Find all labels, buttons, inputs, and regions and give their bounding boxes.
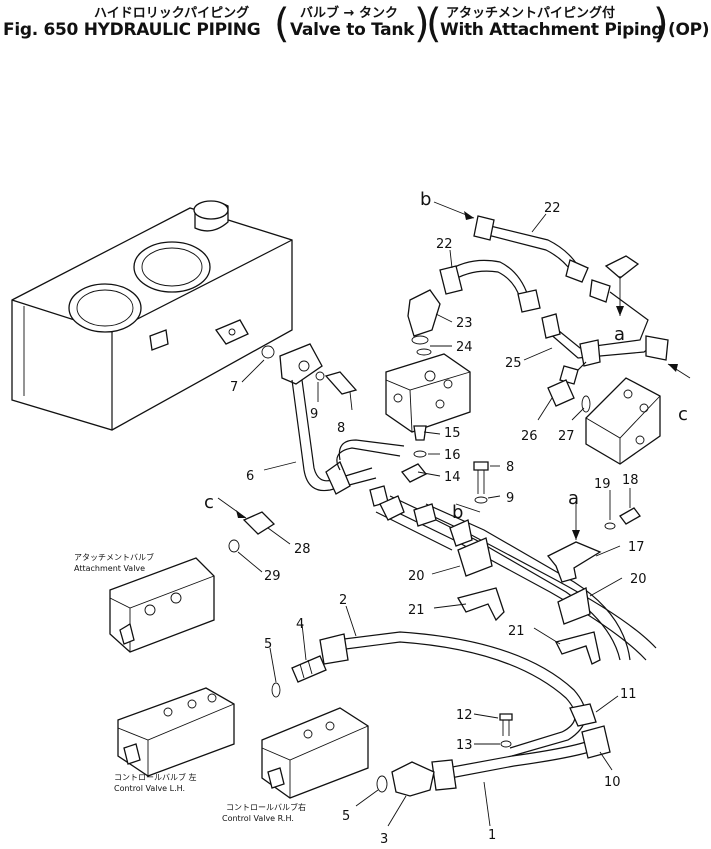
figure-header: ハイドロリックパイピング バルブ → タンク アタッチメントパイピング付 Fig…	[0, 0, 711, 70]
callout-28: 28	[294, 542, 311, 557]
callout-10: 10	[604, 775, 621, 790]
callout-18: 18	[622, 473, 639, 488]
callout-7: 7	[230, 380, 238, 395]
washer-13	[500, 740, 512, 748]
return-pipe-6	[261, 343, 405, 507]
o-ring-5-lower	[376, 775, 388, 793]
callout-6: 6	[246, 469, 254, 484]
attachment-manifold-right	[547, 377, 661, 465]
bolt-8-upper	[315, 371, 358, 395]
paren-close-2: )	[653, 1, 669, 47]
hydraulic-tank	[11, 200, 293, 431]
callout-20-right: 20	[630, 572, 647, 587]
caption-attachment-valve-jp: アタッチメントバルブ	[74, 552, 154, 562]
clamp-10	[581, 725, 611, 759]
ref-letter-a-top: a	[614, 324, 625, 345]
leader-lines	[237, 213, 631, 827]
callout-26: 26	[521, 429, 538, 444]
callout-12: 12	[456, 708, 473, 723]
callout-27: 27	[558, 429, 575, 444]
figure-title: Fig. 650 HYDRAULIC PIPING	[3, 20, 261, 40]
callout-3: 3	[380, 832, 388, 847]
hoses-22	[439, 215, 589, 313]
bolt-18	[619, 507, 641, 525]
option-suffix: (OP)	[668, 20, 710, 40]
hose-bundle-lower	[375, 495, 657, 661]
fitting-4	[291, 655, 327, 683]
callout-11: 11	[620, 687, 637, 702]
callout-20-left: 20	[408, 569, 425, 584]
callout-21-lower: 21	[508, 624, 525, 639]
paren-close-1: )	[414, 1, 430, 47]
control-valve-rh	[261, 707, 369, 799]
ref-letter-b-mid: b	[452, 502, 463, 523]
caption-control-valve-lh-en: Control Valve L.H.	[114, 784, 185, 793]
o-ring-29	[228, 539, 240, 553]
control-valve-lh	[117, 687, 235, 777]
callout-5-lower: 5	[342, 809, 350, 824]
ref-letter-a-mid: a	[568, 488, 579, 509]
valve-block-center	[385, 353, 471, 458]
callout-16: 16	[444, 448, 461, 463]
callout-4: 4	[296, 617, 304, 632]
bolt-8-lower	[473, 461, 489, 504]
callout-25: 25	[505, 356, 522, 371]
hose-2	[319, 631, 587, 757]
callout-9-upper: 9	[310, 407, 318, 422]
arrows	[217, 201, 691, 540]
paren-open-1: (	[274, 1, 290, 47]
bracket-21-upper	[457, 587, 505, 622]
subtitle-2: With Attachment Piping	[440, 20, 664, 40]
subtitle-1-japanese: バルブ → タンク	[300, 6, 398, 21]
callout-22-upper: 22	[544, 201, 561, 216]
bracket-17	[546, 541, 602, 583]
clamp-14	[400, 463, 428, 483]
callout-23: 23	[456, 316, 473, 331]
callout-24: 24	[456, 340, 473, 355]
tee-pipe-25	[541, 279, 669, 385]
callout-5-upper: 5	[264, 637, 272, 652]
clamp-20-left	[457, 537, 493, 577]
callout-1: 1	[488, 828, 496, 843]
ref-letter-c-left: c	[204, 492, 214, 513]
caption-control-valve-lh-jp: コントロールバルブ 左	[114, 772, 197, 782]
bolt-12	[499, 713, 513, 736]
callout-22-lower: 22	[436, 237, 453, 252]
callout-2: 2	[339, 593, 347, 608]
callout-8-lower: 8	[506, 460, 514, 475]
clip-bracket-top	[604, 255, 640, 279]
title-japanese: ハイドロリックパイピング	[94, 6, 250, 21]
callout-13: 13	[456, 738, 473, 753]
caption-attachment-valve-en: Attachment Valve	[74, 564, 145, 573]
clamp-20-right	[557, 587, 591, 625]
elbow-fitting-3	[391, 761, 435, 797]
clamp-11	[569, 703, 597, 727]
callout-21-upper: 21	[408, 603, 425, 618]
caption-control-valve-rh-jp: コントロールバルブ右	[226, 802, 306, 812]
washer-19	[604, 522, 616, 530]
bracket-21-lower	[555, 631, 601, 665]
callout-29: 29	[264, 569, 281, 584]
callout-14: 14	[444, 470, 461, 485]
callout-19: 19	[594, 477, 611, 492]
ref-letter-c-right: c	[678, 404, 688, 425]
elbow-fitting-23	[407, 289, 441, 356]
callout-8-upper: 8	[337, 421, 345, 436]
attachment-valve	[109, 557, 215, 653]
caption-control-valve-rh-en: Control Valve R.H.	[222, 814, 294, 823]
paren-open-2: (	[426, 1, 442, 47]
ref-letter-b-top: b	[420, 189, 431, 210]
o-ring-5-upper	[271, 682, 281, 698]
callout-15: 15	[444, 426, 461, 441]
fitting-28	[242, 511, 276, 535]
callout-9-lower: 9	[506, 491, 514, 506]
subtitle-1: Valve to Tank	[290, 20, 415, 40]
subtitle-2-japanese: アタッチメントパイピング付	[446, 6, 616, 21]
callout-17: 17	[628, 540, 645, 555]
